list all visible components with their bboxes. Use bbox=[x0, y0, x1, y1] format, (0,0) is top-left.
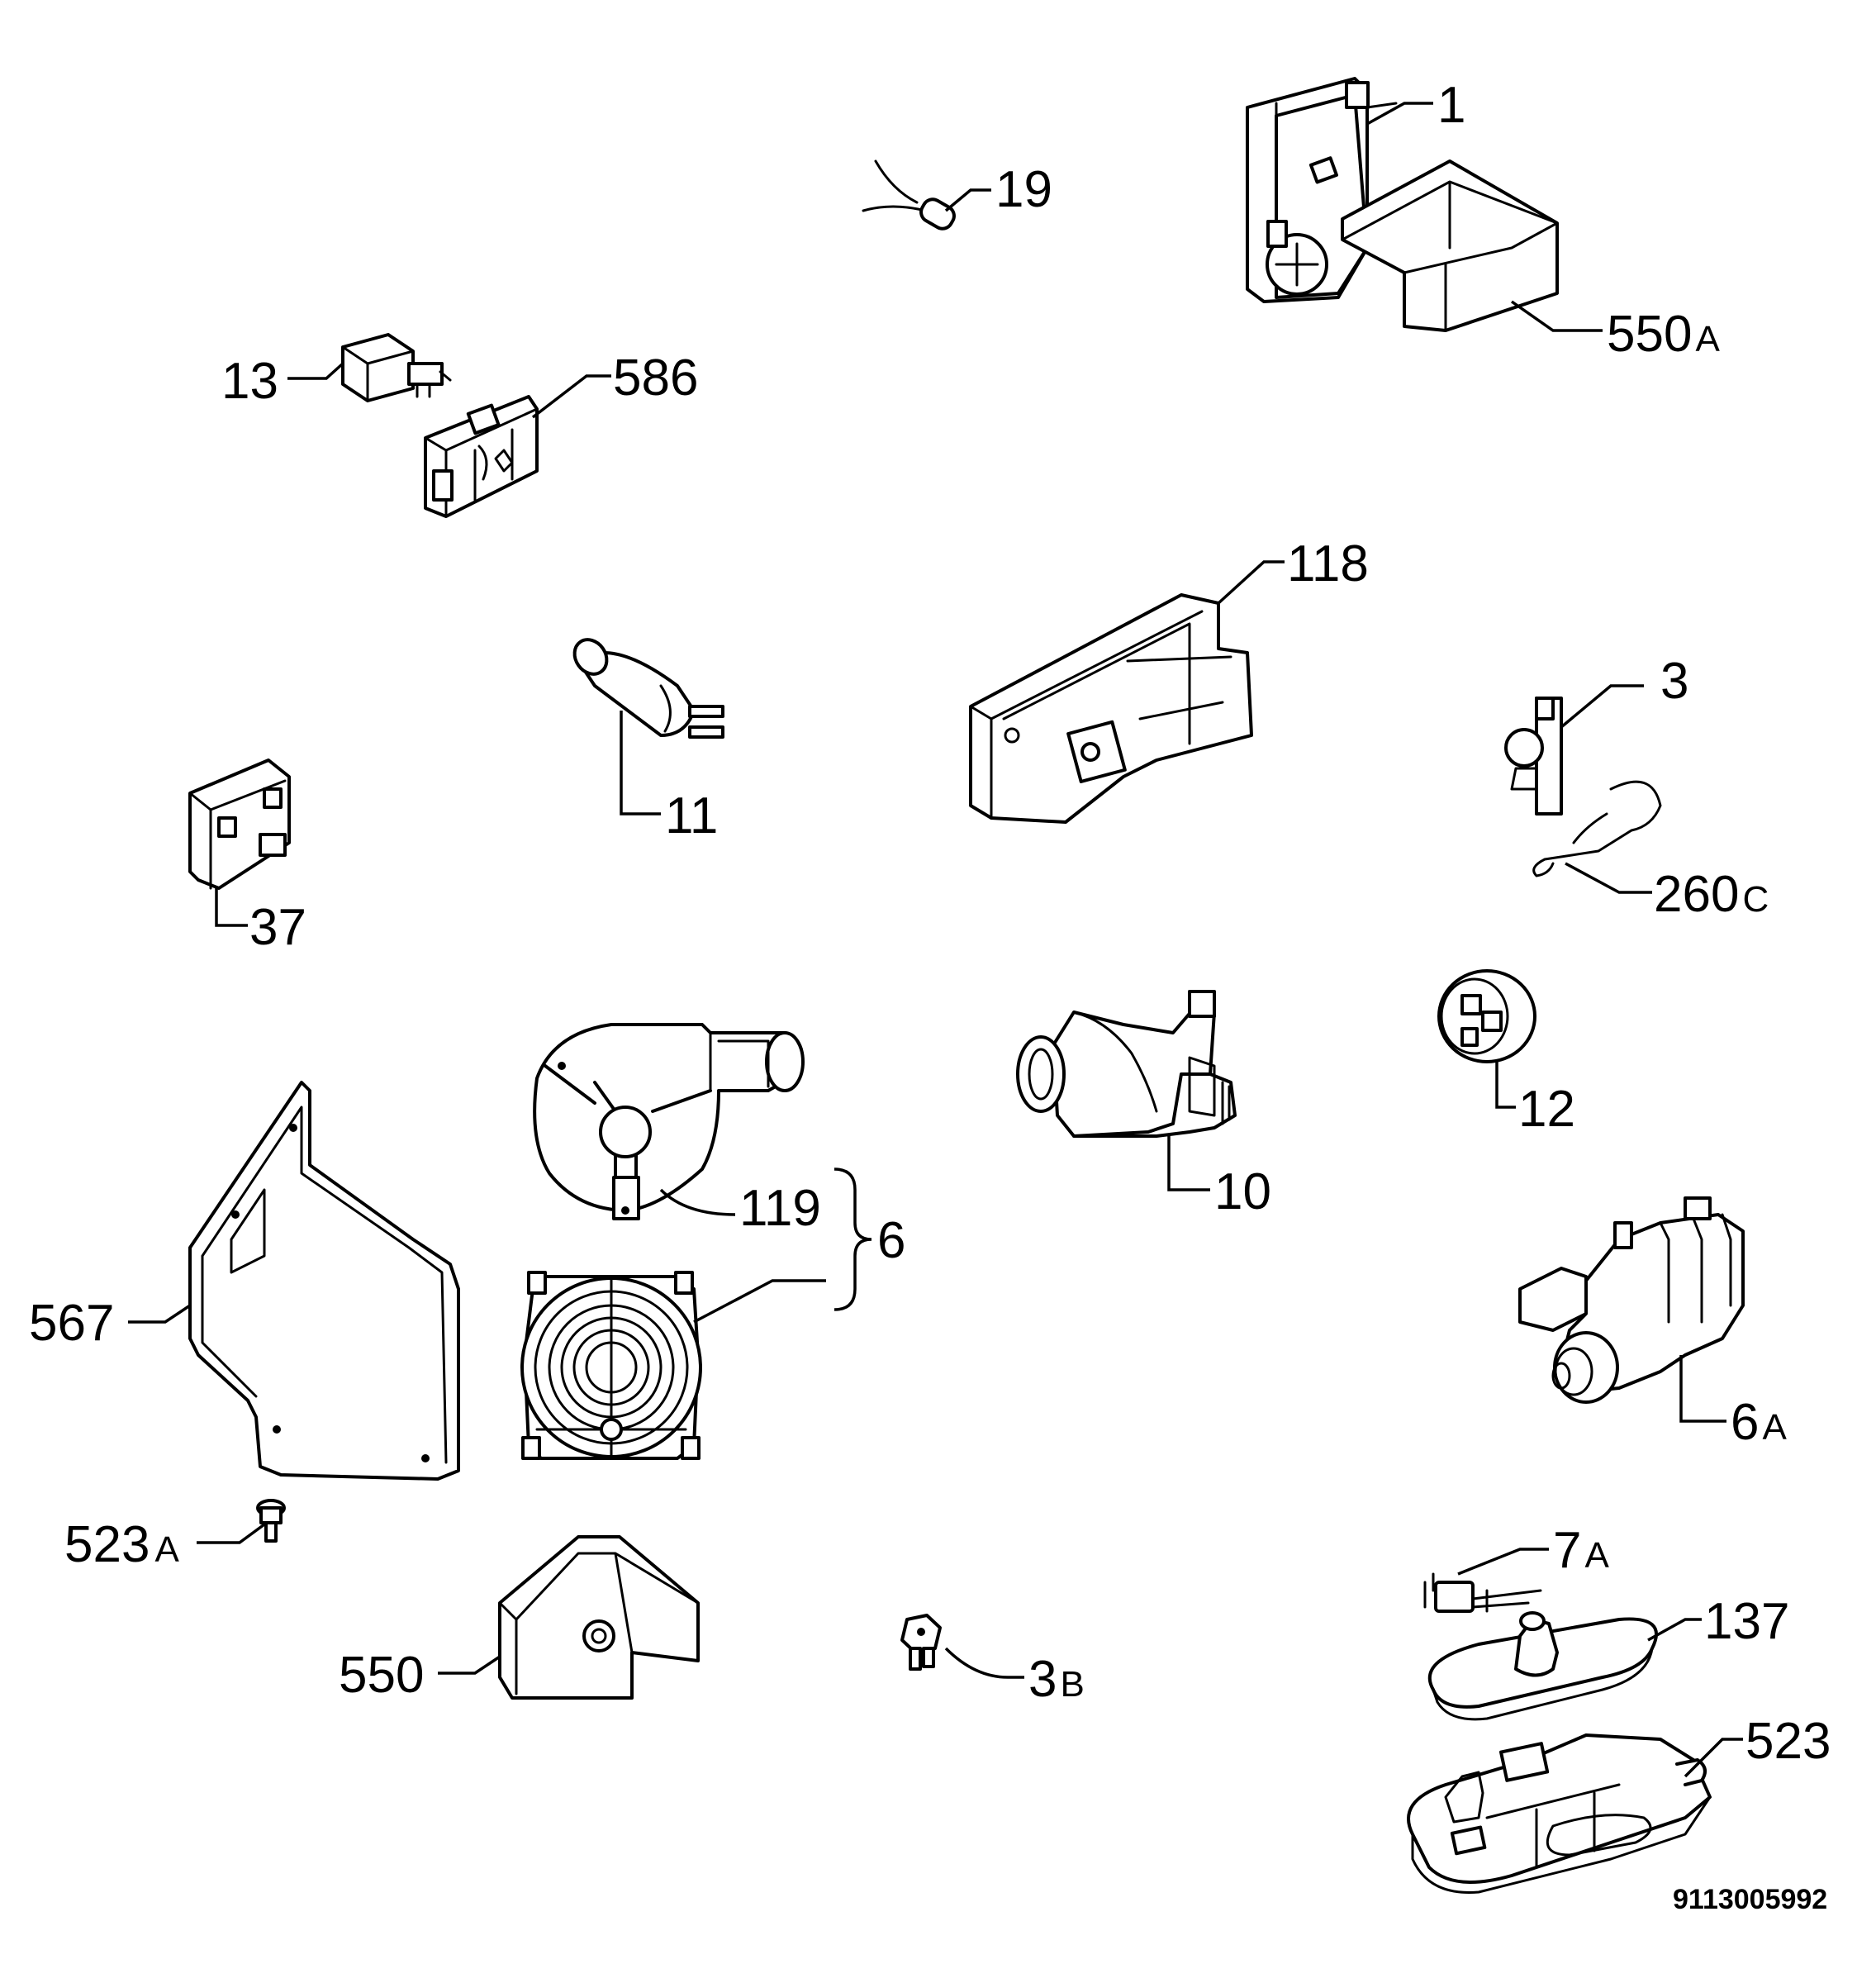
label-3b-number: 3 bbox=[1028, 1651, 1057, 1708]
part-118-dispenser-drawing bbox=[969, 593, 1253, 824]
part-3b-switch-drawing bbox=[900, 1614, 1024, 1679]
label-19: 19 bbox=[995, 161, 1052, 218]
document-number: 9113005992 bbox=[1673, 1884, 1827, 1915]
label-550: 550 bbox=[339, 1647, 424, 1704]
label-550a-suffix: A bbox=[1695, 319, 1720, 359]
leader-550a bbox=[1510, 300, 1603, 332]
part-11-capacitor-drawing bbox=[572, 638, 724, 816]
label-3b-suffix: B bbox=[1060, 1664, 1084, 1705]
label-6a-suffix: A bbox=[1762, 1407, 1787, 1448]
part-567-cover-drawing bbox=[128, 1081, 460, 1481]
label-550a-number: 550 bbox=[1607, 306, 1692, 363]
part-523-housing-drawing bbox=[1407, 1733, 1743, 1894]
label-3b: 3B bbox=[1028, 1651, 1085, 1708]
label-13: 13 bbox=[221, 353, 278, 410]
part-550a-box-drawing bbox=[1341, 159, 1559, 332]
leader-1 bbox=[1366, 102, 1433, 126]
part-119-pump-housing-drawing bbox=[533, 1023, 805, 1220]
label-118: 118 bbox=[1287, 535, 1369, 592]
leader-19 bbox=[944, 188, 991, 212]
label-11: 11 bbox=[665, 787, 718, 844]
part-10-valve-drawing bbox=[1016, 990, 1237, 1191]
label-12: 12 bbox=[1518, 1081, 1575, 1138]
label-550a: 550A bbox=[1607, 306, 1720, 363]
label-10: 10 bbox=[1214, 1163, 1271, 1220]
label-1: 1 bbox=[1437, 77, 1465, 134]
part-1-timer-drawing bbox=[1246, 77, 1398, 303]
part-19-sensor-drawing bbox=[862, 159, 956, 231]
part-523a-screw-drawing bbox=[197, 1499, 286, 1544]
leader-586 bbox=[531, 374, 611, 419]
part-137-lid-drawing bbox=[1427, 1611, 1702, 1721]
label-523: 523 bbox=[1745, 1713, 1831, 1770]
label-260c-number: 260 bbox=[1654, 866, 1739, 923]
label-37: 37 bbox=[249, 899, 306, 956]
part-6-fan-drawing bbox=[520, 1271, 826, 1460]
label-137: 137 bbox=[1704, 1593, 1789, 1650]
part-260c-spring-drawing bbox=[1532, 780, 1662, 877]
label-260c-suffix: C bbox=[1742, 879, 1769, 920]
part-6-brace bbox=[834, 1167, 872, 1311]
label-7a-suffix: A bbox=[1584, 1535, 1609, 1576]
leader-13 bbox=[287, 362, 344, 380]
label-6a-number: 6 bbox=[1731, 1394, 1759, 1451]
label-119: 119 bbox=[739, 1180, 821, 1237]
label-523a-number: 523 bbox=[64, 1516, 150, 1573]
label-7a-number: 7 bbox=[1553, 1522, 1581, 1579]
label-586: 586 bbox=[613, 350, 698, 407]
part-550-cover-drawing bbox=[438, 1535, 700, 1700]
part-12-knob-drawing bbox=[1437, 969, 1536, 1109]
label-523a-suffix: A bbox=[154, 1529, 179, 1570]
part-37-filter-drawing bbox=[188, 758, 291, 927]
label-7a: 7A bbox=[1553, 1522, 1609, 1579]
part-3-switch-drawing bbox=[1504, 697, 1563, 816]
label-260c: 260C bbox=[1654, 866, 1769, 923]
label-567: 567 bbox=[29, 1295, 114, 1352]
leader-260c bbox=[1565, 862, 1652, 894]
leader-3 bbox=[1560, 684, 1644, 729]
label-3: 3 bbox=[1660, 653, 1688, 710]
part-586-bracket-drawing bbox=[424, 395, 539, 518]
leader-118 bbox=[1217, 560, 1285, 605]
part-7a-switch-drawing bbox=[1423, 1548, 1549, 1613]
label-6a: 6A bbox=[1731, 1394, 1787, 1451]
part-13-switch-drawing bbox=[341, 333, 452, 402]
label-6: 6 bbox=[877, 1212, 905, 1269]
part-6a-drain-pump-drawing bbox=[1518, 1196, 1745, 1423]
